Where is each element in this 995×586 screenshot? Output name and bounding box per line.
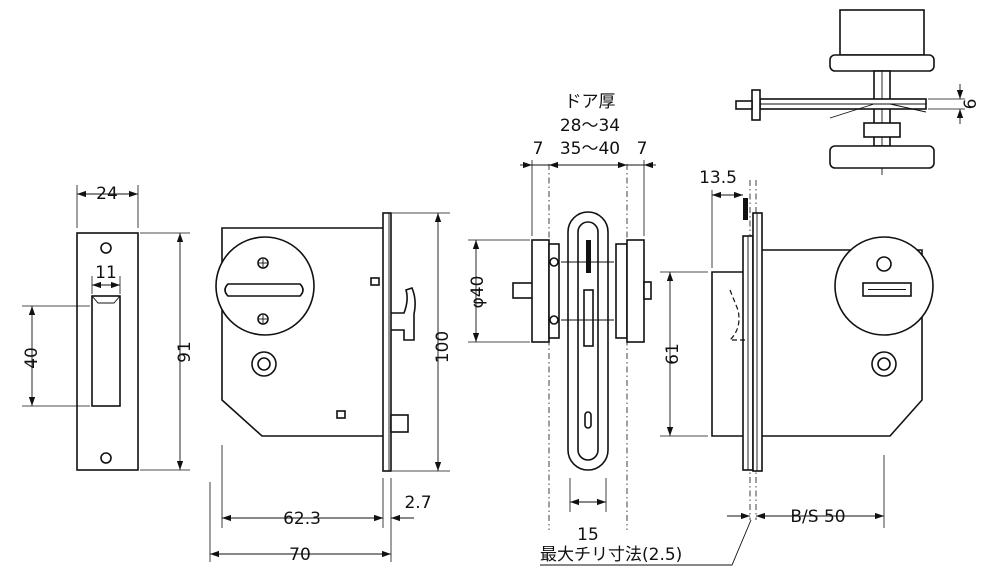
dim-faceplate-height: 61 <box>663 343 683 365</box>
dim-side-right: 7 <box>637 139 648 159</box>
dim-rose-diameter: φ40 <box>468 276 488 309</box>
thumbturn-slot <box>224 283 304 297</box>
dim-backset-center: 62.3 <box>283 509 321 529</box>
dim-case-height: 100 <box>433 331 453 363</box>
lock-rear-view: 13.5 61 B/S 50 最大チリ寸法(2.5) <box>540 168 934 566</box>
dim-strike-slot-width: 11 <box>95 263 117 283</box>
dim-side-left: 7 <box>533 139 544 159</box>
dim-door-thickness-range-1: 28～34 <box>560 116 620 136</box>
lock-case-view: 100 62.3 2.7 70 <box>209 212 453 565</box>
dim-backset: B/S 50 <box>790 507 845 527</box>
dim-door-thickness-range-2: 35～40 <box>560 139 620 159</box>
dim-strike-height: 91 <box>175 341 195 363</box>
note-max-gap: 最大チリ寸法(2.5) <box>540 545 682 565</box>
dim-door-thickness-label: ドア厚 <box>565 92 616 112</box>
dim-faceplate-thickness: 2.7 <box>404 493 431 513</box>
dim-strike-slot-height: 40 <box>22 347 42 369</box>
dim-top-offset: 6 <box>961 99 981 110</box>
dim-edge-offset: 13.5 <box>699 168 737 188</box>
lock-top-view: 6 <box>735 9 981 175</box>
strike-plate-view: 24 11 40 91 <box>22 184 195 471</box>
dim-case-depth: 70 <box>289 545 311 565</box>
door-section-view: φ40 ドア厚 28～34 7 35～40 7 15 <box>468 92 656 545</box>
dim-strike-width: 24 <box>96 184 118 204</box>
dim-spindle-spacing: 15 <box>577 525 599 545</box>
